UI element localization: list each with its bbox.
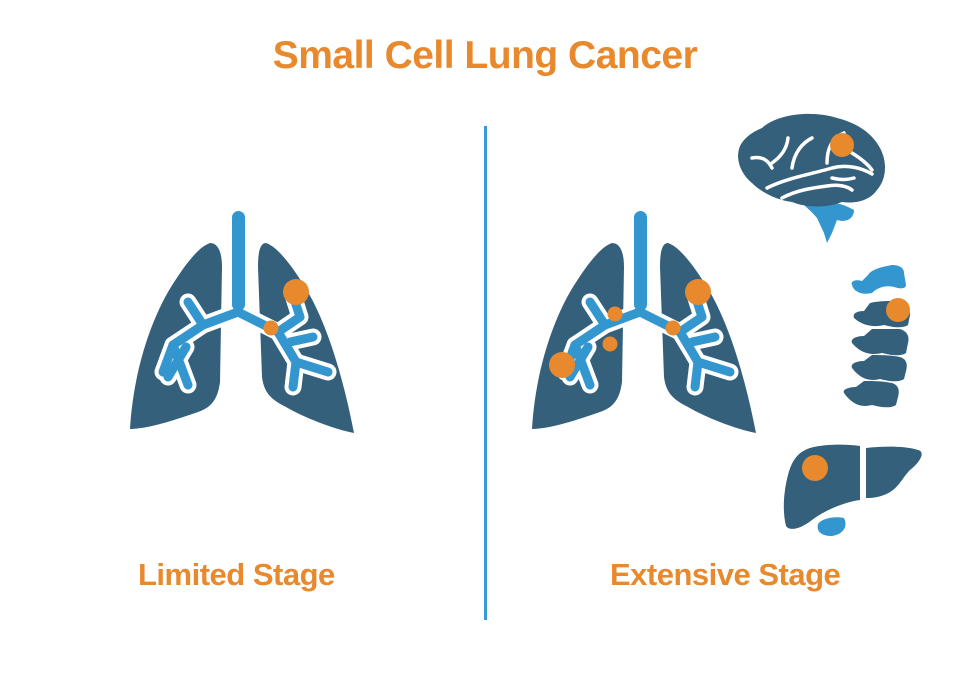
tumor-dot-icon <box>283 279 309 305</box>
tumor-dot-icon <box>802 455 828 481</box>
tumor-dot-icon <box>549 352 575 378</box>
liver-icon <box>783 444 922 536</box>
lungs-icon <box>130 210 354 433</box>
tumor-dot-icon <box>830 133 854 157</box>
tumor-dot-icon <box>263 320 279 336</box>
tumor-dot-icon <box>665 320 681 336</box>
stage-divider <box>484 126 487 620</box>
brain-icon <box>738 113 886 243</box>
tumor-dot-icon <box>886 298 910 322</box>
limited-stage-label: Limited Stage <box>138 557 335 592</box>
page-title: Small Cell Lung Cancer <box>272 34 698 77</box>
tumor-dot-icon <box>602 336 618 352</box>
lungs-icon <box>532 210 756 433</box>
spine-icon <box>843 265 910 408</box>
tumor-dot-icon <box>685 279 711 305</box>
extensive-stage-label: Extensive Stage <box>610 557 841 592</box>
tumor-dot-icon <box>607 306 623 322</box>
